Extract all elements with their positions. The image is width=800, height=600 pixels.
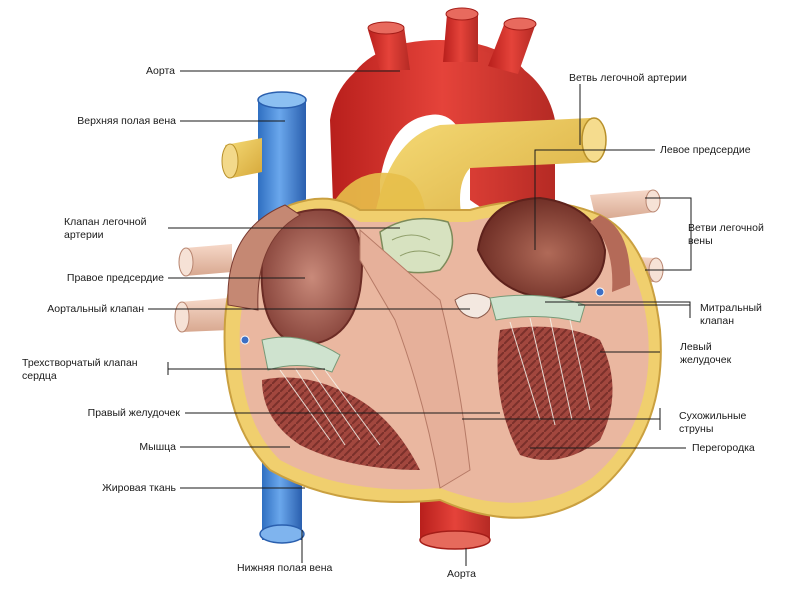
label-aortic-valve: Аортальный клапан [47, 303, 144, 315]
aortic-valve-shape [454, 293, 492, 319]
label-pulmonary-valve-line1: Клапан легочной [64, 216, 147, 228]
label-left-ventricle-line2: желудочек [680, 354, 732, 366]
septum-shape [359, 228, 471, 489]
left-atrium-shape [476, 196, 607, 300]
label-pulmonary-valve-line2: артерии [64, 229, 104, 241]
label-chordae-line1: Сухожильные [679, 410, 747, 422]
label-mitral-valve-line1: Митральный [700, 302, 762, 314]
label-aorta-top: Аорта [146, 65, 175, 77]
label-right-atrium: Правое предсердие [66, 272, 164, 284]
label-left-ventricle-line1: Левый [680, 341, 712, 353]
label-inferior-vena-cava: Нижняя полая вена [237, 562, 333, 574]
label-right-ventricle: Правый желудочек [87, 407, 180, 419]
left-ventricle-muscle [497, 326, 613, 460]
label-pulmonary-artery-branch: Ветвь легочной артерии [569, 72, 687, 84]
tricuspid-valve-shape [261, 336, 341, 373]
chordae-strands [279, 317, 591, 446]
label-fat-tissue: Жировая ткань [102, 482, 176, 494]
label-pulmonary-veins-line2: вены [688, 235, 713, 247]
label-muscle: Мышца [139, 441, 176, 453]
label-left-atrium: Левое предсердие [660, 144, 751, 156]
inferior-vena-cava-opening [259, 524, 305, 544]
label-septum: Перегородка [692, 442, 755, 454]
label-mitral-valve-line2: клапан [700, 315, 735, 327]
label-aorta-bottom: Аорта [447, 568, 476, 580]
label-superior-vena-cava: Верхняя полая вена [77, 115, 176, 127]
label-chordae-line2: струны [679, 423, 714, 435]
label-pulmonary-veins-line1: Ветви легочной [688, 222, 764, 234]
label-tricuspid-valve-line2: сердца [22, 370, 57, 382]
label-tricuspid-valve-line1: Трехстворчатый клапан [22, 357, 138, 369]
leader-lines [148, 70, 692, 566]
